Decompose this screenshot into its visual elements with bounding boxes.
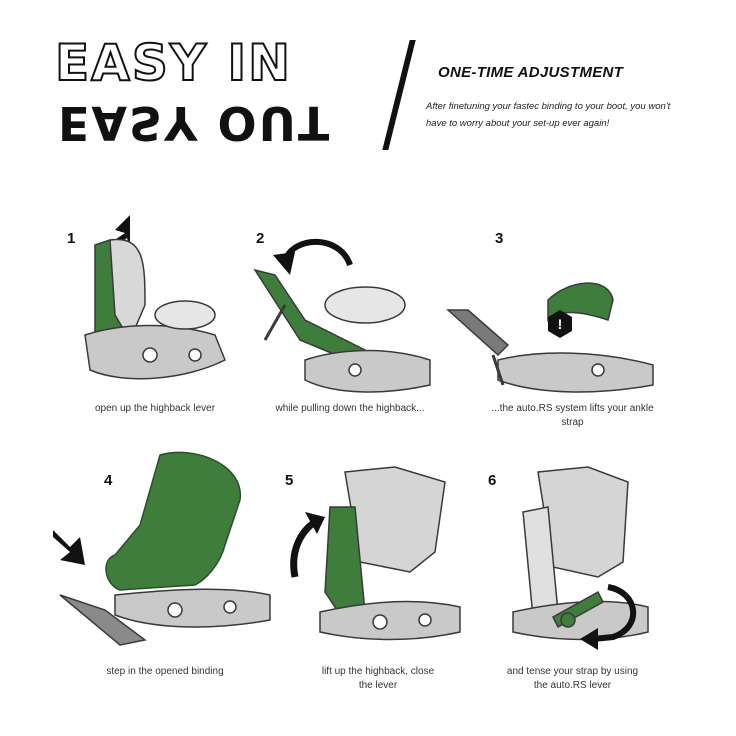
step-6-binding-image	[512, 466, 649, 650]
arrow-up-icon	[290, 519, 318, 578]
step-6-caption: and tense your strap by using the auto.R…	[506, 666, 639, 691]
rotate-clockwise-arrow-icon	[592, 584, 636, 642]
step-1-caption: open up the highback lever	[94, 403, 216, 414]
step-4-number: 4	[104, 472, 113, 489]
arrow-down-right-icon	[53, 530, 85, 565]
warning-hexagon-icon	[548, 310, 572, 338]
step-3-caption: ...the auto.RS system lifts your ankle s…	[491, 403, 654, 428]
step-3-number: 3	[495, 230, 504, 247]
subtext: After finetuning your fastec binding to …	[426, 101, 671, 129]
step-1-binding-image	[84, 215, 226, 380]
step-4-binding-image	[53, 451, 271, 646]
title-easy-in: EASY IN	[54, 34, 292, 92]
step-2-number: 2	[256, 230, 265, 247]
step-5-number: 5	[285, 472, 294, 489]
step-6-number: 6	[488, 472, 497, 489]
title-easy-out: EASY OUT	[58, 96, 332, 150]
rotate-arrow-icon	[282, 238, 353, 267]
step-2-caption: while pulling down the highback...	[275, 403, 425, 414]
step-3-binding-image: !	[446, 282, 654, 393]
step-5-binding-image	[290, 466, 461, 641]
step-4-caption: step in the opened binding	[106, 666, 224, 677]
step-2-binding-image	[253, 238, 431, 393]
step-1-number: 1	[67, 230, 76, 247]
headline: ONE-TIME ADJUSTMENT	[438, 64, 624, 81]
svg-text:!: !	[558, 316, 563, 332]
title-divider	[382, 40, 416, 150]
step-5-caption: lift up the highback, close the lever	[321, 666, 435, 691]
